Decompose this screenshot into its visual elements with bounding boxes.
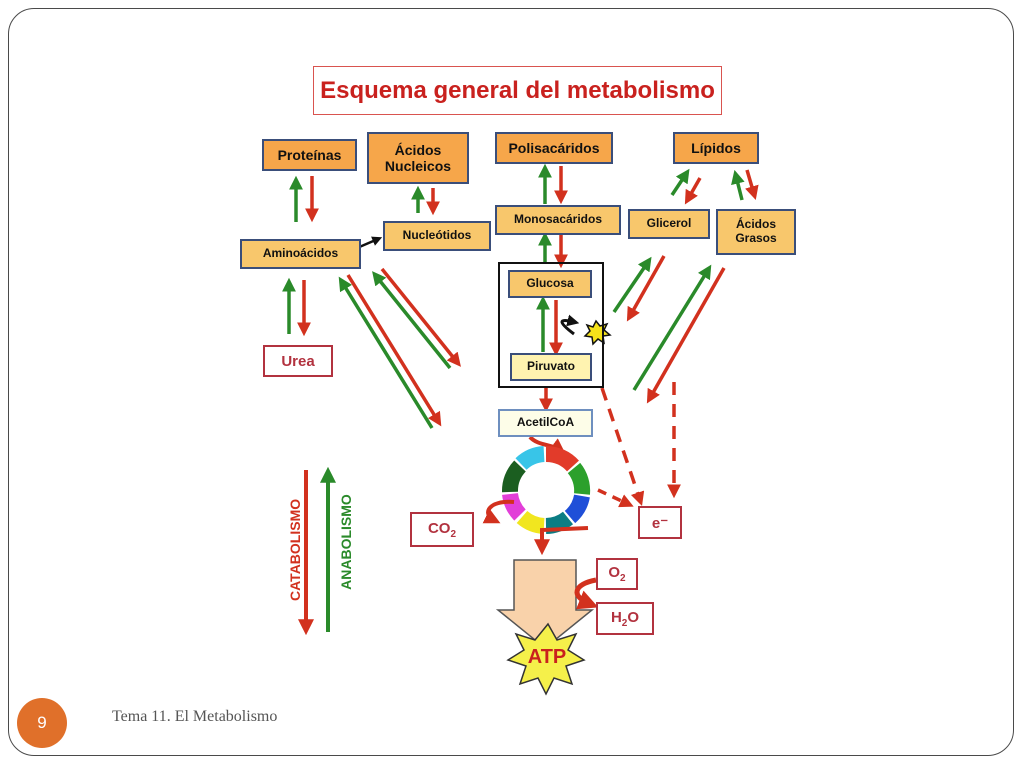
piruvato-label: Piruvato <box>526 359 575 374</box>
glicerol-label: Glicerol <box>646 216 692 231</box>
big-arrow <box>495 559 595 649</box>
monosacaridos-box: Monosacáridos <box>495 205 621 235</box>
o2-label: O2 <box>608 564 625 584</box>
h2o-label: H2O <box>611 609 639 629</box>
urea-label: Urea <box>281 352 315 370</box>
anabolic-arrow <box>731 169 745 201</box>
electrons-box: e⁻ <box>638 506 682 539</box>
anabolic-arrow <box>338 276 434 429</box>
glucosa-box: Glucosa <box>508 270 592 298</box>
co2-subscript: 2 <box>450 528 457 540</box>
atp-label: ATP <box>527 646 567 668</box>
glucosa-label: Glucosa <box>526 276 574 291</box>
catabolic-arrow <box>380 267 461 367</box>
anabolic-arrow <box>612 256 652 313</box>
catabolic-arrow <box>626 255 666 322</box>
h2o-subscript: 2 <box>621 617 628 629</box>
aminoacidos-label: Aminoácidos <box>262 246 339 261</box>
aminoacidos-box: Aminoácidos <box>240 239 361 269</box>
proteinas-label: Proteínas <box>277 146 342 163</box>
h2o-h: H <box>610 608 622 626</box>
nucleotidos-box: Nucleótidos <box>383 221 491 251</box>
catabolic-arrow <box>745 169 759 201</box>
urea-box: Urea <box>263 345 333 377</box>
acidos-grasos-label: Ácidos Grasos <box>735 217 777 245</box>
acetilcoa-label: AcetilCoA <box>516 415 575 430</box>
anabolic-arrow <box>670 168 690 196</box>
polisacaridos-box: Polisacáridos <box>495 132 613 164</box>
acidos-nucleicos-box: Ácidos Nucleicos <box>367 132 469 184</box>
page-number-badge: 9 <box>17 698 67 748</box>
anabolismo-label: ANABOLISMO <box>338 494 354 590</box>
diagram-title-text: Esquema general del metabolismo <box>320 76 715 104</box>
lipidos-label: Lípidos <box>691 139 741 156</box>
glicerol-box: Glicerol <box>628 209 710 239</box>
catabolismo-label: CATABOLISMO <box>287 498 303 601</box>
catabolic-arrow <box>646 267 726 404</box>
co2-label: CO2 <box>428 520 456 540</box>
curved-arrow <box>482 499 515 524</box>
electrons-label: e⁻ <box>651 514 669 532</box>
o2-box: O2 <box>596 558 638 590</box>
polisacaridos-label: Polisacáridos <box>508 139 600 156</box>
piruvato-box: Piruvato <box>510 353 592 381</box>
page-number: 9 <box>37 713 47 732</box>
catabolic-arrow <box>346 274 442 427</box>
catabolic-arrow <box>684 177 702 205</box>
monosacaridos-label: Monosacáridos <box>513 212 603 227</box>
lipidos-box: Lípidos <box>673 132 759 164</box>
krebs-cycle <box>502 445 591 534</box>
glycolysis-frame <box>498 262 604 388</box>
footer-text: Tema 11. El Metabolismo <box>112 708 278 725</box>
acidos-nucleicos-label: Ácidos Nucleicos <box>384 141 452 174</box>
o2-text: O <box>608 564 621 581</box>
proteinas-box: Proteínas <box>262 139 357 171</box>
dashed-arrow <box>600 387 645 506</box>
curved-arrow <box>574 577 599 610</box>
co2-text: CO <box>427 519 451 537</box>
o2-subscript: 2 <box>620 573 626 584</box>
catabolic-arrow <box>534 526 589 556</box>
acidos-grasos-box: Ácidos Grasos <box>716 209 796 255</box>
anabolic-arrow <box>632 264 712 391</box>
h2o-o: O <box>627 608 640 626</box>
co2-box: CO2 <box>410 512 474 547</box>
diagram-title: Esquema general del metabolismo <box>313 66 722 115</box>
nucleotidos-label: Nucleótidos <box>402 228 472 243</box>
h2o-box: H2O <box>596 602 654 635</box>
curved-arrow <box>560 314 580 336</box>
acetilcoa-box: AcetilCoA <box>498 409 593 437</box>
atp-burst <box>506 622 586 696</box>
dashed-arrow <box>597 488 634 508</box>
anabolic-arrow <box>372 271 452 370</box>
